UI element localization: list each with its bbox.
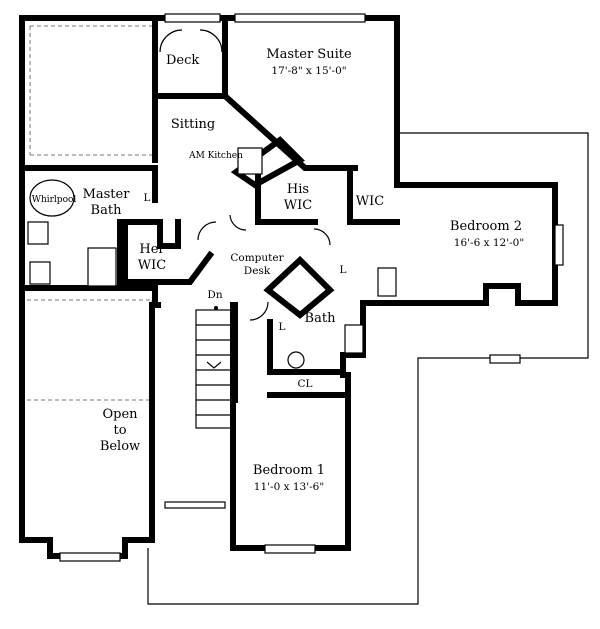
computer-desk-label-line1: Computer — [230, 252, 284, 264]
interior-walls — [117, 19, 400, 403]
closet-label: CL — [297, 378, 312, 390]
master-suite-size: 17'-8" x 15'-0" — [271, 65, 346, 77]
windows — [59, 13, 564, 562]
open-to-below-line1: Open — [102, 407, 138, 422]
master-suite-label: Master Suite — [266, 47, 352, 62]
wic-label: WIC — [356, 194, 384, 209]
sitting-label: Sitting — [171, 117, 215, 132]
bath-label: Bath — [305, 311, 337, 326]
his-wic-label-line1: His — [287, 182, 309, 197]
deck-label: Deck — [166, 53, 199, 68]
bedroom1-size: 11'-0 x 13'-6" — [254, 481, 324, 493]
fixtures — [27, 147, 397, 369]
doors — [159, 29, 331, 321]
whirlpool-label: Whirlpool — [32, 195, 77, 205]
open-to-below-line2: to — [113, 423, 126, 438]
markers: Dn L L L — [144, 192, 347, 333]
his-wic-label-line2: WIC — [284, 198, 312, 213]
master-bath-label-line2: Bath — [91, 203, 123, 218]
linen-marker-2: L — [340, 264, 347, 276]
bedroom1-label: Bedroom 1 — [253, 463, 325, 478]
her-wic-label-line1: Her — [139, 242, 165, 257]
master-bath-label-line1: Master — [83, 187, 131, 202]
linen-marker-3: L — [279, 321, 286, 333]
computer-desk-label-line2: Desk — [244, 265, 271, 277]
bedroom2-label: Bedroom 2 — [450, 219, 522, 234]
her-wic-label-line2: WIC — [138, 258, 166, 273]
open-to-below-line3: Below — [100, 439, 140, 454]
stair-down-dot — [214, 306, 218, 310]
am-kitchen-label: AM Kitchen — [188, 151, 243, 161]
stair-down-label: Dn — [207, 289, 222, 301]
exterior-walls — [19, 15, 558, 559]
staircase — [195, 309, 233, 429]
bedroom2-size: 16'-6 x 12'-0" — [454, 237, 524, 249]
linen-marker-1: L — [144, 192, 151, 204]
room-labels: Deck Master Suite 17'-8" x 15'-0" Sittin… — [32, 47, 524, 493]
whirlpool-tub — [29, 179, 75, 217]
